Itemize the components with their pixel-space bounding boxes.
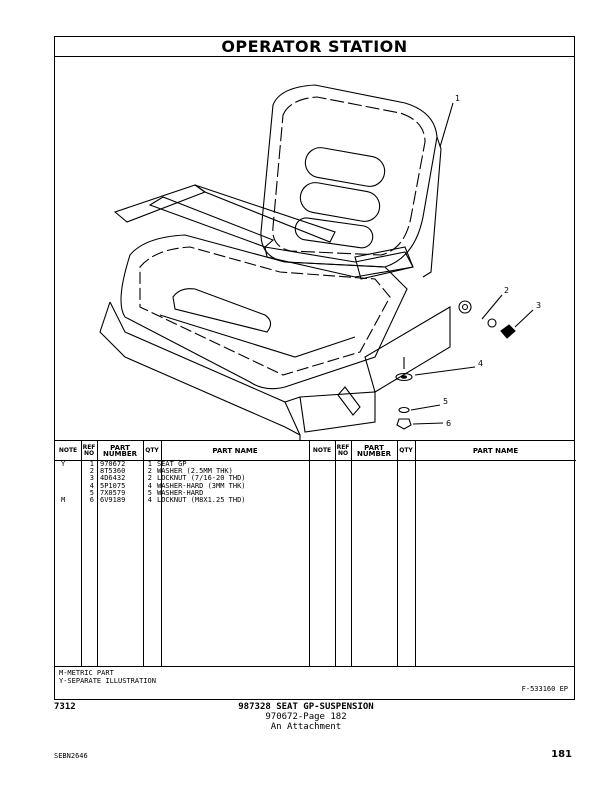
backrest-outline xyxy=(260,84,438,268)
header-ref-no-right: REF NO xyxy=(335,441,351,461)
header-qty-right: QTY xyxy=(397,441,415,461)
callout-6: 6 xyxy=(446,419,451,428)
callout-5: 5 xyxy=(443,397,448,406)
footnotes: M-METRIC PART Y-SEPARATE ILLUSTRATION xyxy=(59,669,156,685)
row-part-name: WASHER-HARD xyxy=(157,488,204,497)
table-row: 4 5P1075 4 WASHER-HARD (3MM THK) xyxy=(55,481,246,490)
row-note xyxy=(55,483,81,490)
footnote-separate-illustration: Y-SEPARATE ILLUSTRATION xyxy=(59,677,156,685)
group-title: 987328 SEAT GP-SUSPENSION xyxy=(238,702,374,712)
row-part-number: 8T5360 xyxy=(100,467,126,476)
row-part-number: 6V9189 xyxy=(100,495,126,504)
callout-2: 2 xyxy=(504,286,509,295)
header-part-name: PART NAME xyxy=(161,441,309,461)
page-number: 181 xyxy=(551,749,572,760)
row-ref: 2 xyxy=(89,467,94,476)
header-part-name-right: PART NAME xyxy=(415,441,576,461)
row-part-number: 970672 xyxy=(100,460,126,468)
row-part-name: SEAT GP xyxy=(157,460,187,468)
row-part-name: LOCKNUT (7/16-20 THD) xyxy=(157,474,246,483)
row-part-name: WASHER (2.5MM THK) xyxy=(157,467,233,476)
parts-page-frame: OPERATOR STATION xyxy=(54,36,576,700)
row-ref: 6 xyxy=(89,495,94,504)
row-note xyxy=(55,490,81,497)
row-ref: 3 xyxy=(89,474,94,483)
row-part-name: LOCKNUT (M8X1.25 THD) xyxy=(157,495,246,504)
row-qty: 2 xyxy=(147,474,152,483)
row-ref: 4 xyxy=(89,481,94,490)
row-part-name: WASHER-HARD (3MM THK) xyxy=(157,481,246,490)
belt-left xyxy=(113,184,207,223)
row-part-number: 4D6432 xyxy=(100,474,126,483)
callout-3: 3 xyxy=(536,301,541,310)
row-part-number: 5P1075 xyxy=(100,481,126,490)
callout-4: 4 xyxy=(478,359,483,368)
group-info: 987328 SEAT GP-SUSPENSION 970672-Page 18… xyxy=(0,702,612,732)
row-qty: 4 xyxy=(147,495,152,504)
parts-rows: Y 1 970672 1 SEAT GP 2 8T5360 2 WASHER (… xyxy=(55,460,246,504)
table-row: 3 4D6432 2 LOCKNUT (7/16-20 THD) xyxy=(55,475,246,482)
footnote-metric: M-METRIC PART xyxy=(59,669,114,677)
row-qty: 4 xyxy=(147,481,152,490)
header-note: NOTE xyxy=(55,441,81,461)
page-reference: 970672-Page 182 xyxy=(265,712,347,722)
seat-drawing: 1 2 3 4 5 6 xyxy=(99,84,541,440)
buckle xyxy=(354,246,414,280)
table-row: M 6 6V9189 4 LOCKNUT (M8X1.25 THD) xyxy=(55,495,246,504)
header-part-number: PART NUMBER xyxy=(97,441,143,461)
header-qty: QTY xyxy=(143,441,161,461)
attachment-note: An Attachment xyxy=(270,722,342,732)
header-part-number-right: PART NUMBER xyxy=(351,441,397,461)
footnote-divider xyxy=(55,666,574,667)
table-row: 5 7X0579 5 WASHER-HARD xyxy=(55,488,246,497)
row-qty: 2 xyxy=(147,467,152,476)
row-note xyxy=(55,475,81,482)
row-qty: 5 xyxy=(147,488,152,497)
seat-illustration: 1 2 3 4 5 6 xyxy=(55,57,574,475)
header-ref-no: REF NO xyxy=(81,441,97,461)
table-row: 2 8T5360 2 WASHER (2.5MM THK) xyxy=(55,467,246,476)
header-note-right: NOTE xyxy=(309,441,335,461)
page-title: OPERATOR STATION xyxy=(55,37,574,57)
document-id: SEBN2646 xyxy=(54,752,88,760)
row-ref: 5 xyxy=(89,488,94,497)
row-qty: 1 xyxy=(147,460,152,468)
row-part-number: 7X0579 xyxy=(100,488,126,497)
callout-1: 1 xyxy=(455,94,460,103)
figure-number: F-533160 EP xyxy=(521,685,568,693)
row-ref: 1 xyxy=(89,460,94,468)
parts-table: NOTE REF NO PART NUMBER QTY PART NAME NO… xyxy=(55,440,576,667)
row-note: Y xyxy=(61,460,66,468)
table-row: Y 1 970672 1 SEAT GP xyxy=(55,460,246,468)
section-code: 7312 xyxy=(54,702,76,712)
row-note: M xyxy=(61,495,66,504)
cushion-outline xyxy=(120,234,408,390)
side-panel xyxy=(364,306,451,393)
row-note xyxy=(55,468,81,475)
